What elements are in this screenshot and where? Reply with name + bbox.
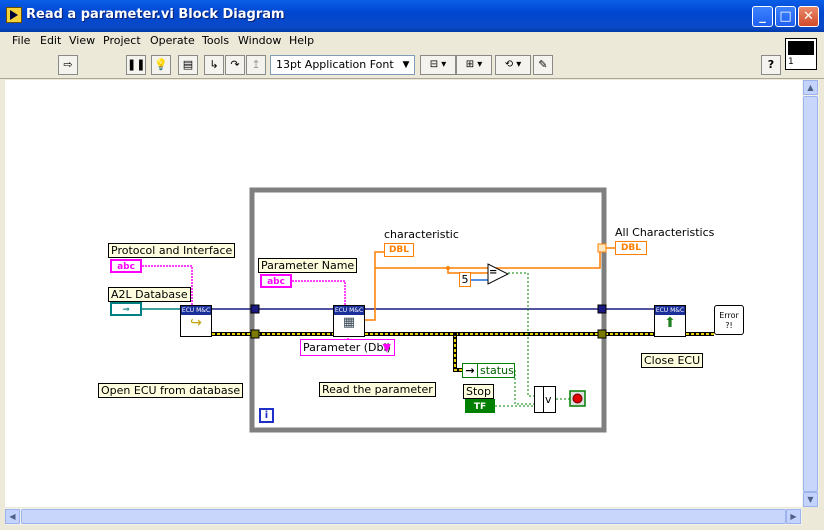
vi-icon[interactable]: 1 [785,38,817,70]
simple-error-handler[interactable]: Error ?! [714,305,744,335]
parameter-name-label: Parameter Name [258,258,358,273]
protocol-string-control[interactable]: abc [110,259,142,273]
parameter-type-value: Parameter (Dbl) [303,341,391,354]
error-branch-outline [453,334,462,372]
stop-label: Stop [463,384,495,399]
scroll-right-icon[interactable]: ▶ [786,509,801,524]
vertical-scroll-thumb[interactable] [803,96,818,492]
tunnel [597,304,607,314]
parameter-name-control[interactable]: abc [260,274,292,288]
labview-app-icon[interactable] [6,7,22,23]
tunnel [597,329,607,339]
wire-junction [453,332,457,336]
indexing-tunnel [597,243,607,253]
constant-five[interactable]: 5 [459,272,471,287]
vi-icon-number: 1 [788,57,794,67]
parameter-type-selector[interactable]: Parameter (Dbl) ▼ [300,339,395,356]
or-symbol: v [545,393,552,406]
close-ecu-label: Close ECU [641,353,704,368]
close-button[interactable]: ✕ [798,6,819,27]
step-into-icon[interactable]: ↳ [204,55,224,75]
open-ecu-subvi[interactable]: ECU M&C ↪ [180,305,212,337]
reorder-button[interactable]: ⟲ ▾ [495,55,531,75]
window-title: Read a parameter.vi Block Diagram [26,7,285,22]
equal-function [487,263,510,285]
or-function[interactable]: v [534,386,556,413]
protocol-label: Protocol and Interface [108,243,236,258]
read-parameter-subvi[interactable]: ECU M&C ▦ [333,305,365,337]
scroll-down-icon[interactable]: ▼ [803,492,818,507]
error-branch-wire [454,334,462,371]
status-unbundle[interactable]: → status [462,363,515,378]
size-grip[interactable] [803,509,819,525]
menu-project[interactable]: Project [103,34,141,47]
equal-symbol: = [489,267,498,278]
step-over-icon[interactable]: ↷ [225,55,245,75]
menu-bar [0,32,824,52]
distribute-objects-button[interactable]: ⊞ ▾ [456,55,492,75]
characteristic-label: characteristic [384,228,459,241]
error-handler-text: Error ?! [719,311,739,330]
a2l-path-control[interactable]: ⊸ [110,302,142,316]
menu-window[interactable]: Window [238,34,282,47]
minimize-button[interactable]: _ [752,6,773,27]
a2l-label: A2L Database [108,287,191,302]
menu-tools[interactable]: Tools [202,34,230,47]
context-help-button[interactable]: ? [761,55,781,75]
title-bar [0,0,824,32]
loop-iteration-terminal[interactable]: i [259,408,274,423]
scroll-up-icon[interactable]: ▲ [803,80,818,95]
menu-operate[interactable]: Operate [150,34,195,47]
menu-view[interactable]: View [69,34,96,47]
cleanup-diagram-icon[interactable]: ✎ [533,55,553,75]
font-select[interactable]: 13pt Application Font [270,55,415,75]
maximize-button[interactable]: □ [775,6,796,27]
chevron-down-icon[interactable]: ▼ [382,341,391,354]
close-ecu-subvi[interactable]: ECU M&C ⬆ [654,305,686,337]
scroll-left-icon[interactable]: ◀ [5,509,20,524]
horizontal-scroll-thumb[interactable] [21,509,786,524]
highlight-execution-icon[interactable]: 💡 [151,55,171,75]
all-characteristics-indicator[interactable]: DBL [615,241,647,255]
arrow-icon: → [463,364,478,377]
wire-junction [446,266,450,270]
step-out-icon[interactable]: ↥ [246,55,266,75]
tunnel [250,304,260,314]
chevron-down-icon[interactable]: ▼ [402,60,410,70]
retain-wire-values-icon[interactable]: ▤ [178,55,198,75]
all-characteristics-label: All Characteristics [615,226,715,239]
align-objects-button[interactable]: ⊟ ▾ [420,55,456,75]
menu-file[interactable]: File [12,34,31,47]
status-label: status [480,364,514,377]
menu-help[interactable]: Help [289,34,315,47]
string-wire [142,265,193,305]
open-ecu-label: Open ECU from database [98,383,244,398]
tunnel [250,329,260,339]
pause-button[interactable]: ❚❚ [126,55,146,75]
string-wire [292,280,346,305]
run-arrow-button[interactable]: ⇨ [58,55,78,75]
characteristic-indicator[interactable]: DBL [384,243,414,257]
menu-edit[interactable]: Edit [40,34,62,47]
read-parameter-label: Read the parameter [319,382,436,397]
boolean-wire [495,272,570,407]
stop-button-control[interactable]: TF [465,399,495,413]
